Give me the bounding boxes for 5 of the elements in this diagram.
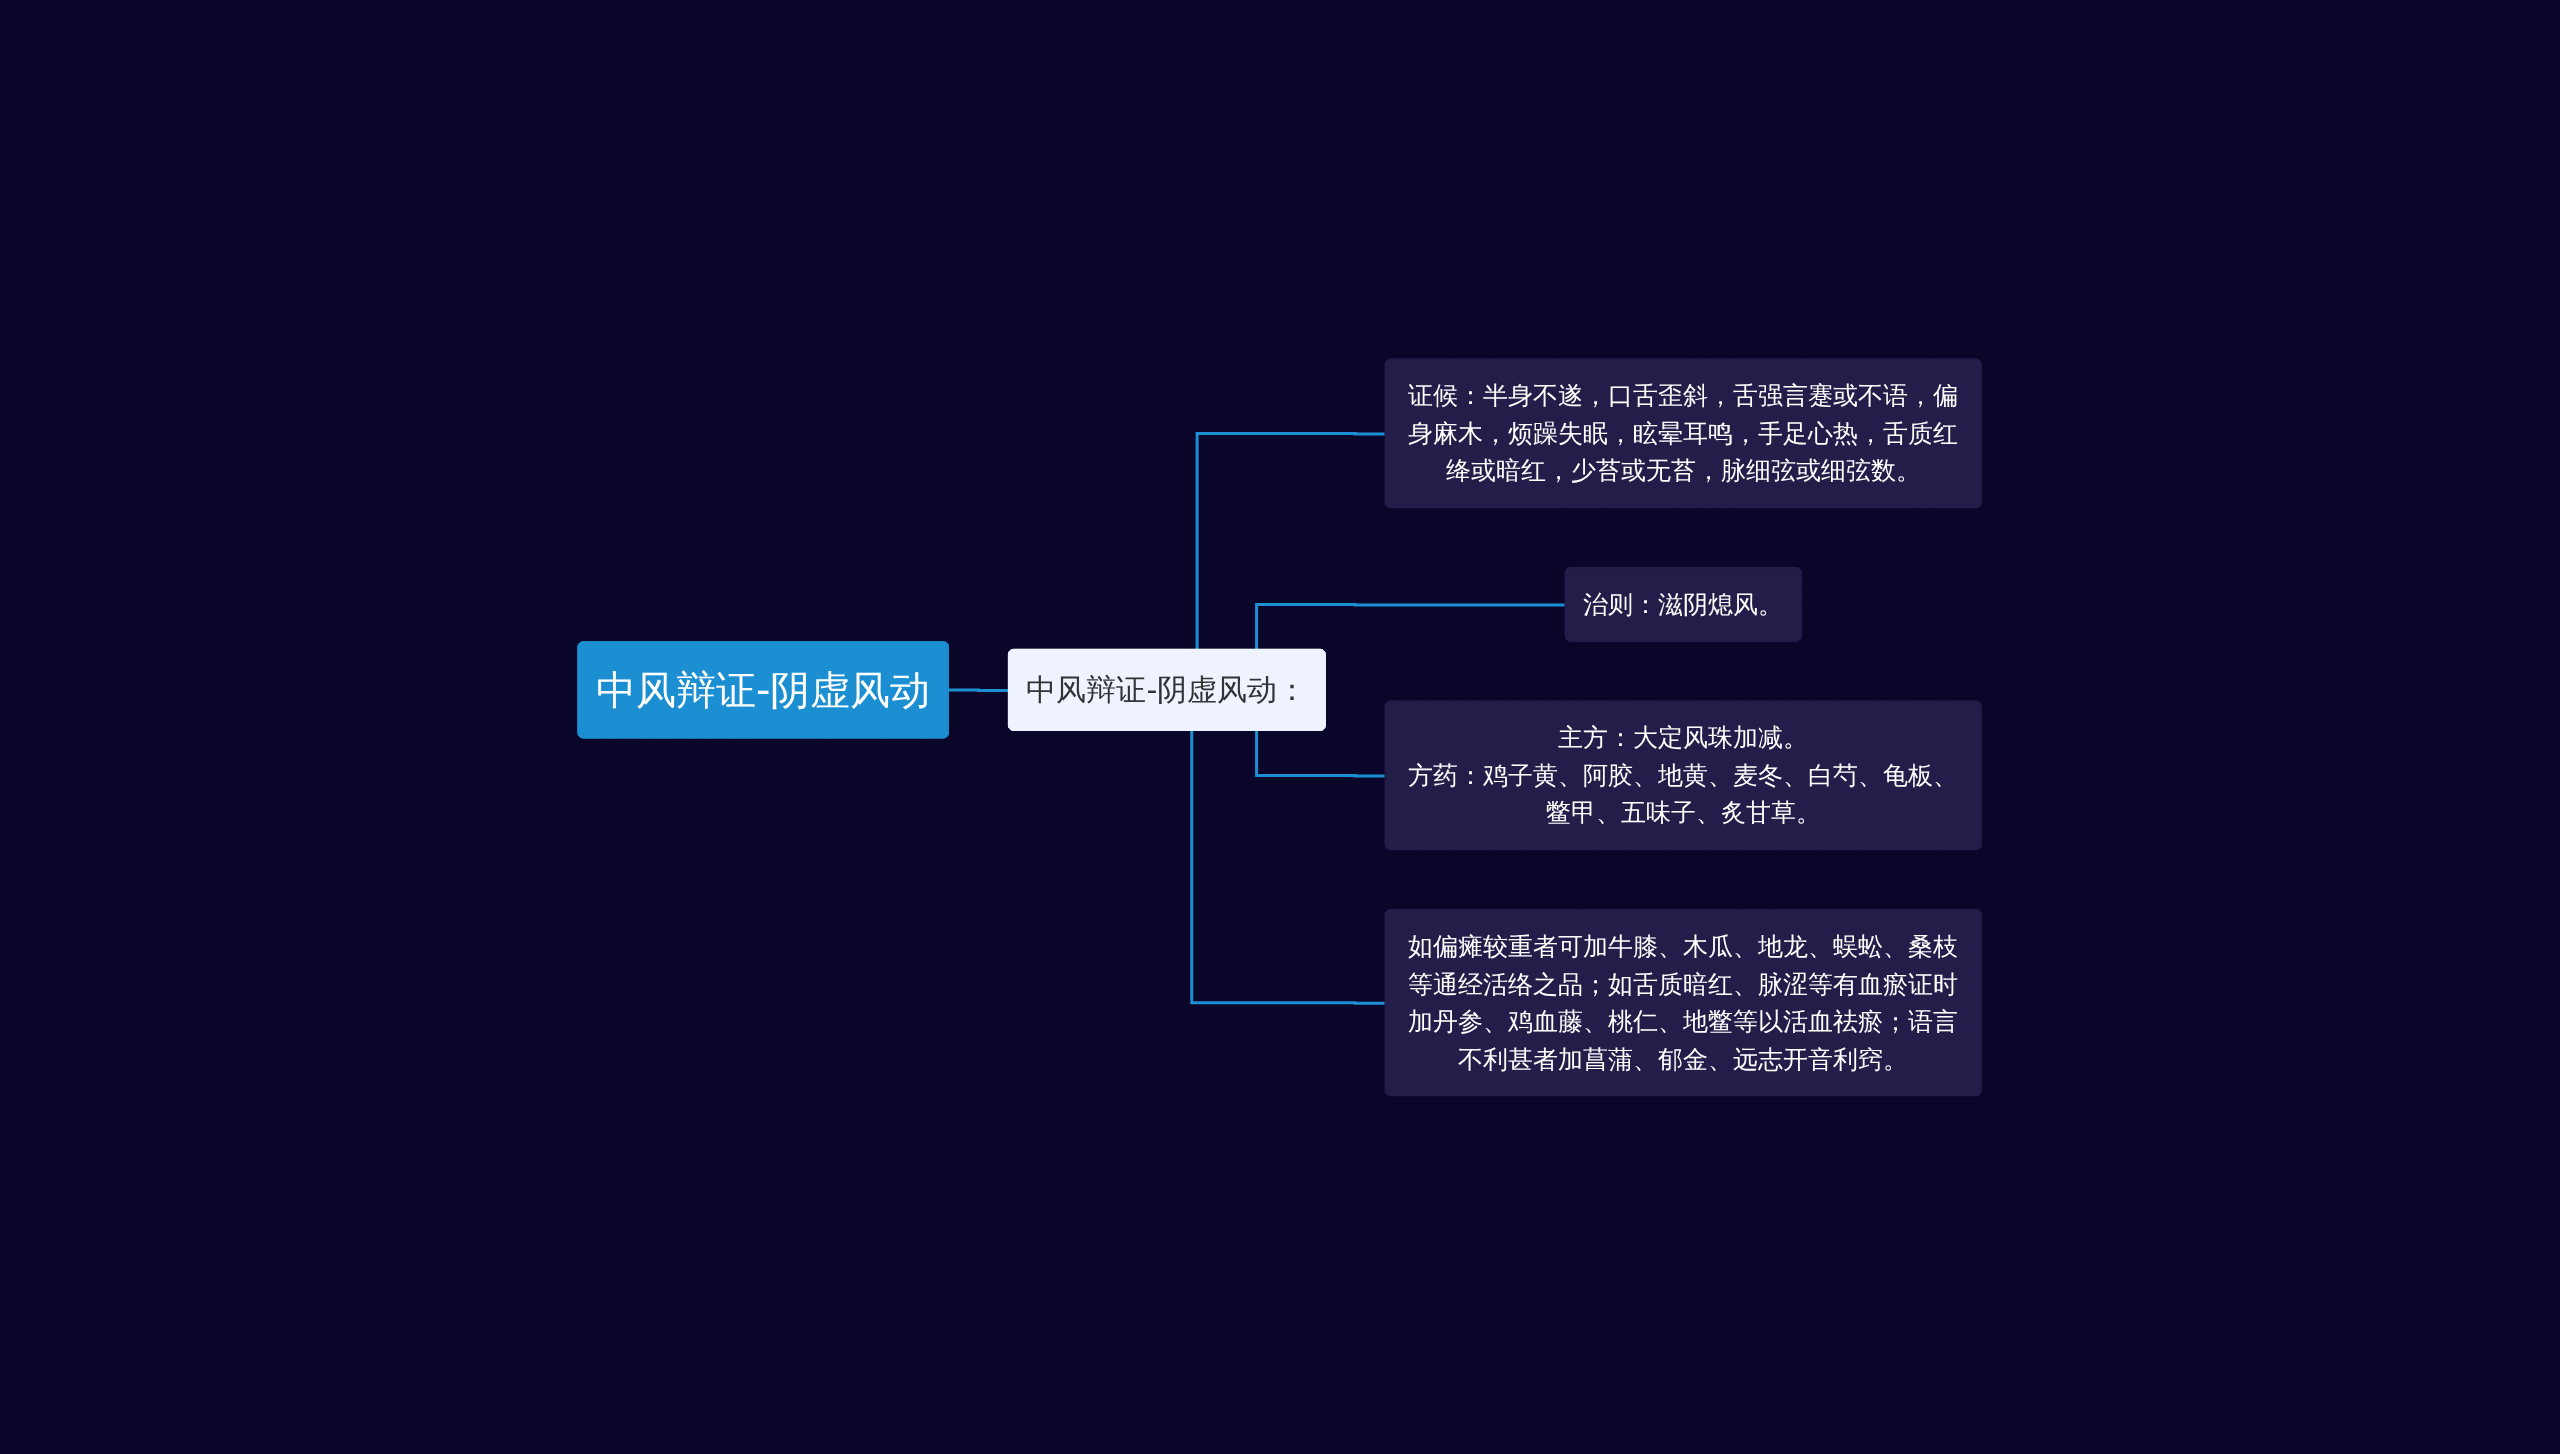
connector	[1255, 730, 1387, 777]
connector	[947, 688, 1010, 692]
connector	[1195, 431, 1387, 650]
connector	[1255, 602, 1567, 650]
connector	[1190, 730, 1387, 1005]
